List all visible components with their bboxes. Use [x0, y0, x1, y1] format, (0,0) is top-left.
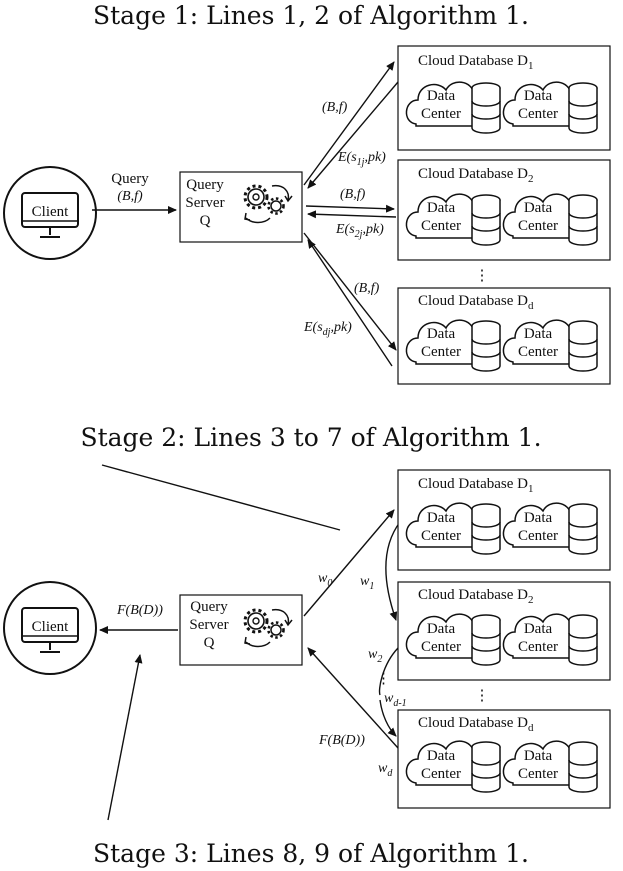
arrow-q-to-dd	[303, 232, 397, 351]
db-title: Cloud Database D2	[418, 166, 533, 185]
db-title: Cloud Database D1	[418, 476, 533, 495]
dc-label: Data	[427, 748, 456, 764]
arrow-d1-to-q	[307, 81, 399, 189]
client-node-stage2: Client	[3, 581, 97, 675]
dc-label: Center	[421, 106, 461, 122]
label-fbd-client: F(B(D))	[116, 603, 163, 618]
dc-label: Center	[421, 766, 461, 782]
arrow-d1-to-d2-w1	[385, 521, 401, 621]
dc-label: Center	[421, 344, 461, 360]
cloud-database-d2-stage2: Cloud Database D2 Data Center Data Cente…	[397, 581, 611, 681]
dc-label: Data	[427, 326, 456, 342]
label-bf-dd: (B,f)	[354, 281, 380, 296]
dc-label: Data	[524, 88, 553, 104]
label-w2: w2	[368, 647, 382, 665]
ellipsis-stage2: ⋮	[475, 688, 490, 704]
dc-label: Data	[524, 326, 553, 342]
dc-label: Data	[524, 510, 553, 526]
db-title: Cloud Database Dd	[418, 293, 534, 312]
query-server-stage1: Query Server Q	[179, 171, 303, 243]
cloud-database-dd-stage1: Cloud Database Dd Data Center Data Cente…	[397, 287, 611, 385]
cloud-database-d1-stage1: Cloud Database D1 Data Center Data Cente…	[397, 45, 611, 151]
cloud-database-d2-stage1: Cloud Database D2 Data Center Data Cente…	[397, 159, 611, 261]
ellipsis-stage1: ⋮	[475, 268, 490, 284]
label-e1: E(s1j,pk)	[337, 150, 386, 168]
arrow-dd-to-q-fbd	[307, 647, 399, 749]
stage3-pointer-line	[107, 654, 143, 821]
server-label-2: Server	[189, 617, 228, 633]
arrow-q-to-d2	[305, 204, 395, 213]
dc-label: Center	[421, 639, 461, 655]
label-wd: wd	[378, 761, 393, 779]
stage2-title: Stage 2: Lines 3 to 7 of Algorithm 1.	[80, 423, 541, 452]
arrow-to-dd-wd	[379, 699, 397, 737]
dc-label: Data	[427, 200, 456, 216]
dc-label: Center	[518, 528, 558, 544]
server-label-3: Q	[204, 635, 215, 651]
server-label-2: Server	[185, 195, 224, 211]
cloud-database-dd-stage2: Cloud Database Dd Data Center Data Cente…	[397, 709, 611, 809]
arrow-q-to-d1	[303, 61, 395, 186]
label-wd-1: wd-1	[384, 691, 407, 709]
arrow-q-to-d1-w0	[303, 509, 395, 617]
dc-label: Data	[427, 88, 456, 104]
server-label-1: Query	[190, 599, 228, 615]
arrow-d2-to-q	[307, 210, 397, 219]
client-node-stage1: Client	[3, 166, 97, 260]
stage1-title: Stage 1: Lines 1, 2 of Algorithm 1.	[93, 1, 529, 30]
label-bf-d1: (B,f)	[322, 100, 348, 115]
db-title: Cloud Database Dd	[418, 715, 534, 734]
client-label: Client	[32, 619, 69, 635]
query-label-line2: (B,f)	[117, 189, 143, 204]
dc-label: Data	[524, 748, 553, 764]
stage3-title: Stage 3: Lines 8, 9 of Algorithm 1.	[93, 839, 529, 868]
label-w1: w1	[360, 574, 374, 592]
client-label: Client	[32, 204, 69, 220]
label-w0: w0	[318, 571, 332, 589]
ellipsis-w-chain: ⋮	[376, 671, 391, 687]
label-ed: E(sdj,pk)	[303, 320, 352, 338]
dc-label: Center	[518, 218, 558, 234]
db-title: Cloud Database D1	[418, 53, 533, 72]
stage2-pointer-line	[101, 464, 341, 531]
dc-label: Data	[524, 200, 553, 216]
label-bf-d2: (B,f)	[340, 187, 366, 202]
server-label-3: Q	[200, 213, 211, 229]
dc-label: Data	[427, 510, 456, 526]
arrow-dd-to-q	[307, 239, 393, 367]
dc-label: Center	[518, 344, 558, 360]
dc-label: Center	[421, 528, 461, 544]
query-label-line1: Query	[111, 171, 149, 187]
server-label-1: Query	[186, 177, 224, 193]
query-server-stage2: Query Server Q	[179, 594, 303, 666]
dc-label: Center	[518, 766, 558, 782]
dc-label: Center	[421, 218, 461, 234]
db-title: Cloud Database D2	[418, 587, 533, 606]
dc-label: Center	[518, 639, 558, 655]
cloud-database-d1-stage2: Cloud Database D1 Data Center Data Cente…	[397, 469, 611, 571]
label-fbd-dd: F(B(D))	[318, 733, 365, 748]
dc-label: Data	[524, 621, 553, 637]
dc-label: Data	[427, 621, 456, 637]
dc-label: Center	[518, 106, 558, 122]
arrow-d2-chain	[378, 647, 399, 696]
label-e2: E(s2j,pk)	[335, 222, 384, 240]
